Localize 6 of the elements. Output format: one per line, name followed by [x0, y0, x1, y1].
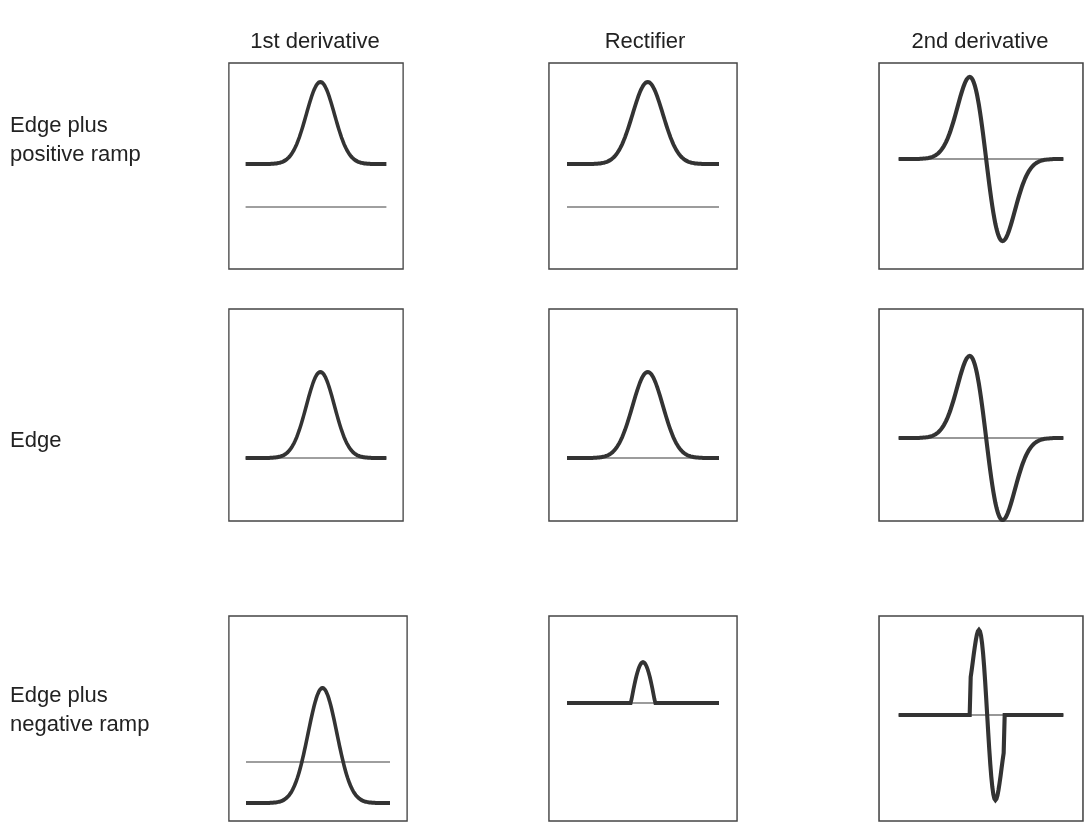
- row-label: Edge plus positive ramp: [10, 111, 142, 168]
- row-label: Edge: [10, 426, 63, 454]
- column-header: Rectifier: [604, 28, 686, 54]
- row-label: Edge plus negative ramp: [10, 681, 151, 738]
- column-header: 1st derivative: [250, 28, 380, 54]
- column-header: 2nd derivative: [911, 28, 1049, 54]
